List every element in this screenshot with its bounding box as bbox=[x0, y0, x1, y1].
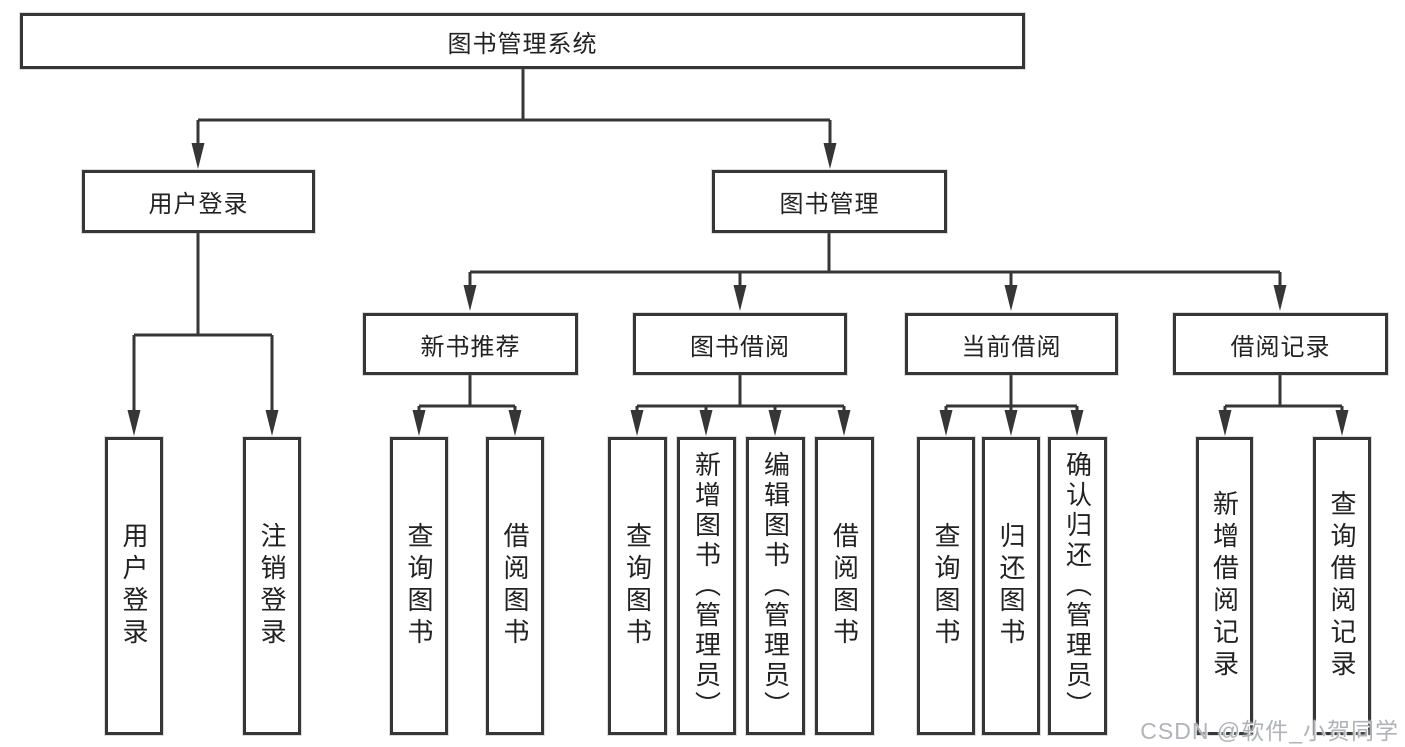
connector-root-to-branches bbox=[191, 69, 837, 169]
node-borrow-records: 借阅记录 bbox=[1173, 313, 1388, 375]
node-current-borrow: 当前借阅 bbox=[905, 313, 1118, 375]
leaf-edit-book-admin: 编辑图书（管理员） bbox=[746, 437, 805, 735]
connector-book-borrow-to-leaves bbox=[630, 375, 851, 436]
leaf-return-book: 归还图书 bbox=[982, 437, 1040, 735]
node-new-book-recommend-label: 新书推荐 bbox=[420, 333, 521, 361]
leaf-query-book-1: 查询图书 bbox=[390, 437, 448, 735]
leaf-query-book-2: 查询图书 bbox=[608, 437, 667, 735]
leaf-add-book-admin: 新增图书（管理员） bbox=[677, 437, 736, 735]
connector-current-borrow-to-leaves bbox=[939, 375, 1084, 436]
leaf-borrow-book-1: 借阅图书 bbox=[486, 437, 544, 735]
leaf-query-borrow-record: 查询借阅记录 bbox=[1313, 437, 1371, 735]
csdn-watermark: CSDN @软件_小贺同学 bbox=[1140, 718, 1399, 744]
node-book-management: 图书管理 bbox=[712, 170, 947, 233]
leaf-user-login: 用户登录 bbox=[105, 437, 163, 735]
leaf-query-book-3: 查询图书 bbox=[917, 437, 975, 735]
node-user-login: 用户登录 bbox=[82, 170, 315, 233]
leaf-confirm-return-admin: 确认归还（管理员） bbox=[1048, 437, 1107, 735]
node-borrow-records-label: 借阅记录 bbox=[1230, 333, 1331, 361]
node-book-management-label: 图书管理 bbox=[779, 191, 880, 218]
connector-book-management-to-modules bbox=[463, 233, 1287, 311]
leaf-logout-login: 注销登录 bbox=[243, 437, 301, 735]
node-user-login-label: 用户登录 bbox=[148, 191, 249, 218]
node-root-label: 图书管理系统 bbox=[447, 30, 598, 58]
connector-borrow-records-to-leaves bbox=[1218, 375, 1349, 436]
node-root-library-system: 图书管理系统 bbox=[20, 13, 1025, 69]
node-book-borrow: 图书借阅 bbox=[633, 313, 847, 375]
connector-new-book-to-leaves bbox=[412, 375, 522, 436]
connector-user-login-to-leaves bbox=[127, 233, 279, 436]
leaf-add-borrow-record: 新增借阅记录 bbox=[1196, 437, 1253, 735]
leaf-borrow-book-2: 借阅图书 bbox=[815, 437, 874, 735]
node-book-borrow-label: 图书借阅 bbox=[690, 333, 790, 361]
node-new-book-recommend: 新书推荐 bbox=[363, 313, 578, 375]
node-current-borrow-label: 当前借阅 bbox=[961, 333, 1062, 361]
